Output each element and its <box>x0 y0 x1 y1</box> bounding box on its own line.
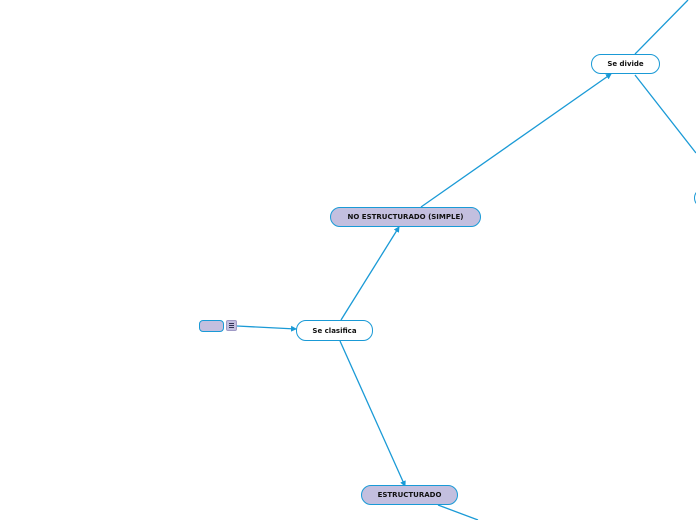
link-se-clasifica-to-estructurado <box>339 340 406 487</box>
node-estructurado-label: ESTRUCTURADO <box>377 491 442 499</box>
note-line <box>229 327 234 328</box>
link-estructurado-downward <box>437 504 479 520</box>
link-se-divide-downward <box>634 74 696 154</box>
link-se-divide-upward <box>634 0 689 55</box>
node-se-clasifica[interactable]: Se clasifica <box>296 320 373 341</box>
link-se-clasifica-to-no-estructurado <box>340 226 400 321</box>
node-se-divide-label: Se divide <box>607 60 644 68</box>
note-lines-icon[interactable] <box>226 320 237 331</box>
root-topic-node[interactable] <box>199 320 224 332</box>
node-se-clasifica-label: Se clasifica <box>312 326 357 335</box>
link-root-to-se-clasifica <box>236 325 297 332</box>
node-no-estructurado-label: NO ESTRUCTURADO (SIMPLE) <box>347 213 464 221</box>
note-line <box>229 323 234 324</box>
link-no-estructurado-to-se-divide <box>420 73 612 208</box>
node-estructurado[interactable]: ESTRUCTURADO <box>361 485 458 505</box>
node-se-divide[interactable]: Se divide <box>591 54 660 74</box>
note-line <box>229 325 234 326</box>
node-no-estructurado[interactable]: NO ESTRUCTURADO (SIMPLE) <box>330 207 481 227</box>
